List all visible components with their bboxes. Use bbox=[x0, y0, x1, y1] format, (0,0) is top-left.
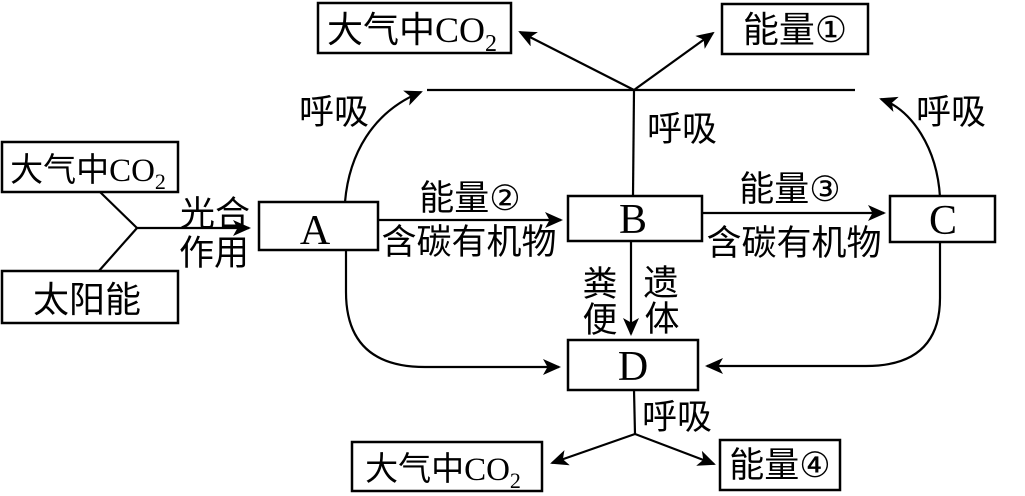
node-c-box bbox=[888, 194, 997, 244]
arrow-c-to-d-curve bbox=[705, 242, 942, 374]
arrow-to-co2-top bbox=[518, 31, 635, 91]
co2-left-box bbox=[0, 140, 180, 194]
arrow-to-energy-4 bbox=[634, 432, 716, 466]
energy-1-box bbox=[720, 2, 870, 56]
co2-left-label: 大气中CO2 bbox=[10, 152, 166, 194]
organic-matter-bc-label: 含碳有机物 bbox=[706, 224, 881, 263]
feces-label-char1: 粪 bbox=[582, 265, 617, 304]
remains-label-char1: 遗 bbox=[643, 264, 678, 303]
node-b-label: B bbox=[619, 197, 647, 243]
co2-top-box bbox=[316, 1, 513, 55]
co2-top-label: 大气中CO2 bbox=[327, 10, 497, 57]
line-d-respiration-down bbox=[632, 389, 637, 435]
line-b-respiration-up bbox=[631, 89, 636, 197]
node-b-box bbox=[566, 194, 704, 243]
energy-2-label: 能量② bbox=[419, 179, 520, 218]
arrow-a-respiration-curve bbox=[343, 90, 423, 203]
node-d-box bbox=[566, 338, 700, 392]
respiration-c-label: 呼吸 bbox=[916, 93, 986, 132]
node-c-label: C bbox=[929, 198, 957, 244]
respiration-d-label: 呼吸 bbox=[642, 398, 712, 437]
arrow-c-respiration-curve bbox=[879, 96, 942, 198]
organic-matter-ab-label: 含碳有机物 bbox=[381, 223, 556, 262]
energy-4-label: 能量④ bbox=[729, 446, 830, 485]
node-a-box bbox=[257, 200, 380, 252]
respiration-a-label: 呼吸 bbox=[299, 93, 369, 132]
arrow-a-to-d-curve bbox=[344, 250, 561, 375]
co2-bottom-box bbox=[350, 440, 544, 493]
energy-4-box bbox=[718, 438, 842, 492]
node-d-label: D bbox=[618, 344, 648, 390]
line-co2-left-to-merge bbox=[99, 191, 138, 229]
line-solar-to-merge bbox=[97, 227, 138, 273]
photosynthesis-label-line1: 光合 bbox=[180, 195, 250, 234]
arrow-to-energy-1 bbox=[633, 31, 715, 91]
remains-label-char2: 体 bbox=[644, 300, 679, 339]
feces-label-char2: 便 bbox=[582, 301, 617, 340]
solar-box bbox=[0, 269, 180, 325]
solar-label: 太阳能 bbox=[33, 280, 141, 320]
energy-1-label: 能量① bbox=[743, 10, 847, 50]
arrow-to-co2-bottom bbox=[550, 432, 636, 466]
co2-bottom-label: 大气中CO2 bbox=[365, 451, 521, 493]
respiration-b-label: 呼吸 bbox=[647, 110, 717, 149]
node-a-label: A bbox=[300, 208, 331, 254]
photosynthesis-label-line2: 作用 bbox=[179, 234, 249, 273]
energy-3-label: 能量③ bbox=[739, 170, 840, 209]
